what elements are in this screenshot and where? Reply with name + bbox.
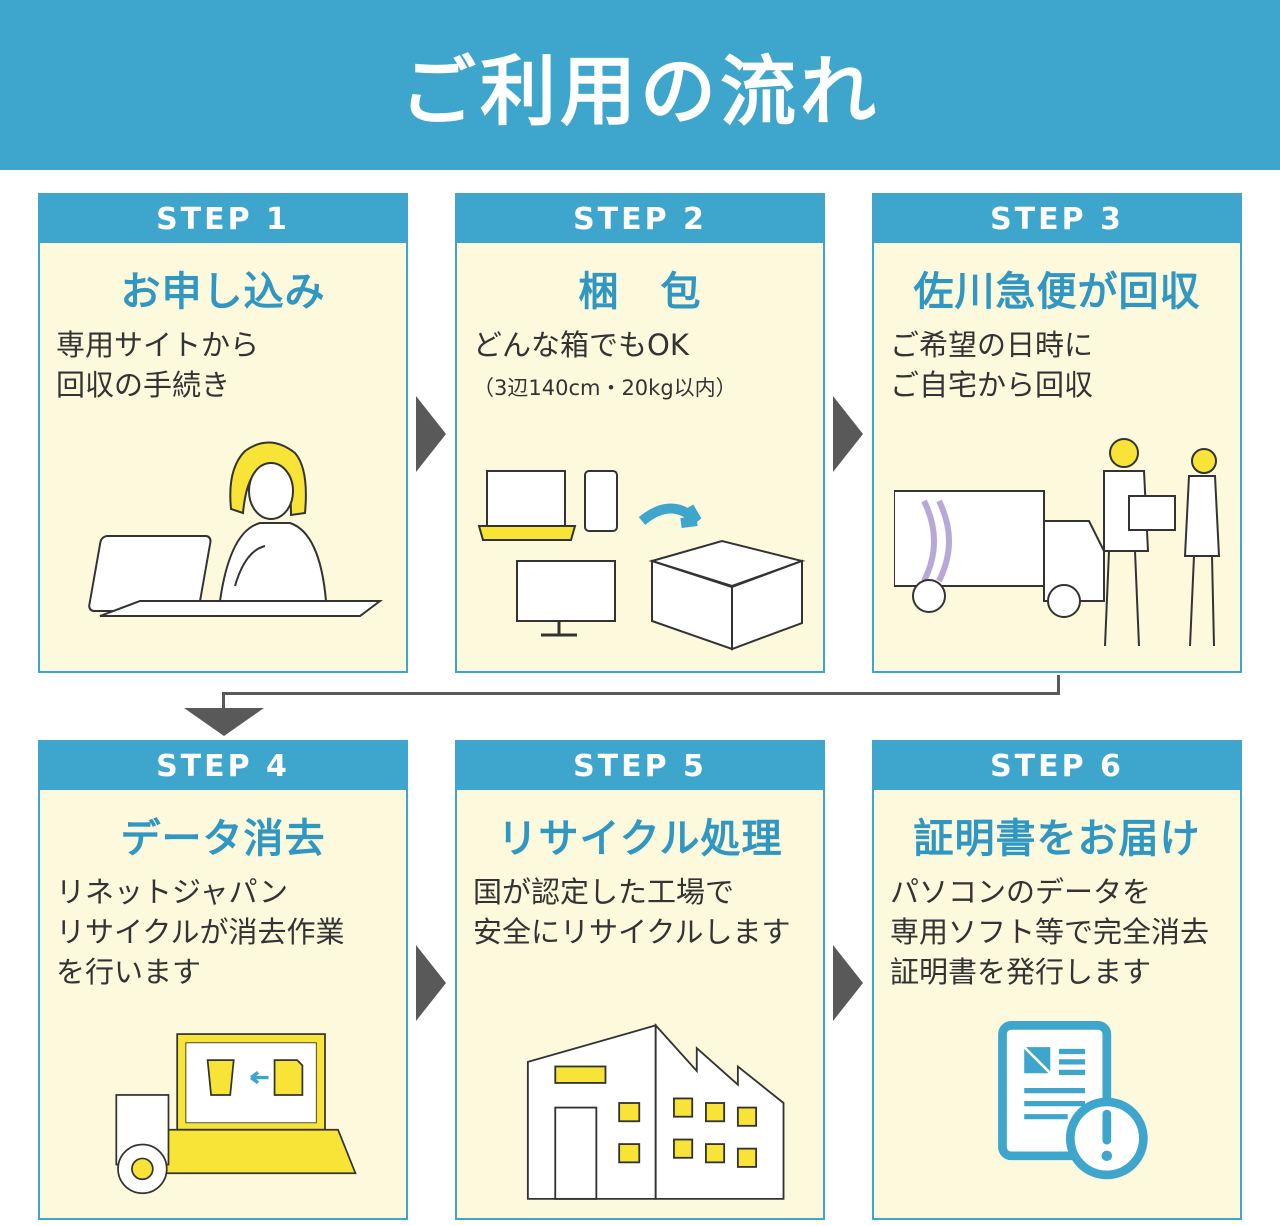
step-card-1: STEP 1 お申し込み 専用サイトから 回収の手続き: [38, 193, 408, 673]
step-description: どんな箱でもOK （3辺140cm・20kg以内）: [473, 325, 823, 405]
connector-line: [222, 692, 225, 710]
woman-at-laptop-icon: [88, 441, 383, 617]
step-description: ご希望の日時に ご自宅から回収: [890, 328, 1094, 402]
step-note: （3辺140cm・20kg以内）: [473, 376, 737, 400]
devices-and-box-icon: [477, 470, 806, 651]
step-card-2: STEP 2 梱 包 どんな箱でもOK （3辺140cm・20kg以内）: [455, 193, 825, 673]
step-title: 佐川急便が回収: [913, 269, 1201, 315]
step-title: お申し込み: [120, 269, 326, 315]
arrow-right-icon: [416, 945, 446, 1021]
step-description: 専用サイトから 回収の手続き: [56, 328, 260, 402]
arrow-down-icon: [184, 708, 264, 736]
connector-line: [1057, 675, 1060, 695]
step-description: リネットジャパン リサイクルが消去作業 を行います: [56, 875, 345, 989]
step-card-5: STEP 5 リサイクル処理 国が認定した工場で 安全にリサイクルします: [455, 740, 825, 1220]
certificate-icon: [998, 1021, 1148, 1180]
step-title: 証明書をお届け: [913, 816, 1201, 862]
step-description: パソコンのデータを 専用ソフト等で完全消去 証明書を発行します: [890, 875, 1210, 989]
step-card-6: STEP 6 証明書をお届け パソコンのデータを 専用ソフト等で完全消去 証明書…: [872, 740, 1242, 1220]
step-card-3: STEP 3 佐川急便が回収 ご希望の日時に ご自宅から回収: [872, 193, 1242, 673]
step-label: STEP 4: [40, 742, 406, 790]
step-label: STEP 5: [457, 742, 823, 790]
arrow-right-icon: [416, 396, 446, 472]
connector-line: [222, 692, 1060, 695]
step-title: データ消去: [120, 816, 326, 862]
step-card-4: STEP 4 データ消去 リネットジャパン リサイクルが消去作業 を行います: [38, 740, 408, 1220]
factory-icon: [526, 1023, 785, 1200]
step-description-main: どんな箱でもOK: [473, 328, 689, 362]
step-label: STEP 2: [457, 195, 823, 243]
page-title: ご利用の流れ: [400, 47, 880, 136]
step-description: 国が認定した工場で 安全にリサイクルします: [473, 875, 791, 949]
step-label: STEP 6: [874, 742, 1240, 790]
step-title: 梱 包: [578, 269, 702, 315]
truck-and-courier-icon: [894, 438, 1221, 647]
step-label: STEP 3: [874, 195, 1240, 243]
arrow-right-icon: [833, 945, 863, 1021]
step-title: リサイクル処理: [497, 816, 783, 862]
laptop-trash-icon: [115, 1033, 357, 1195]
title-banner: ご利用の流れ: [0, 0, 1280, 170]
step-label: STEP 1: [40, 195, 406, 243]
arrow-right-icon: [833, 396, 863, 472]
